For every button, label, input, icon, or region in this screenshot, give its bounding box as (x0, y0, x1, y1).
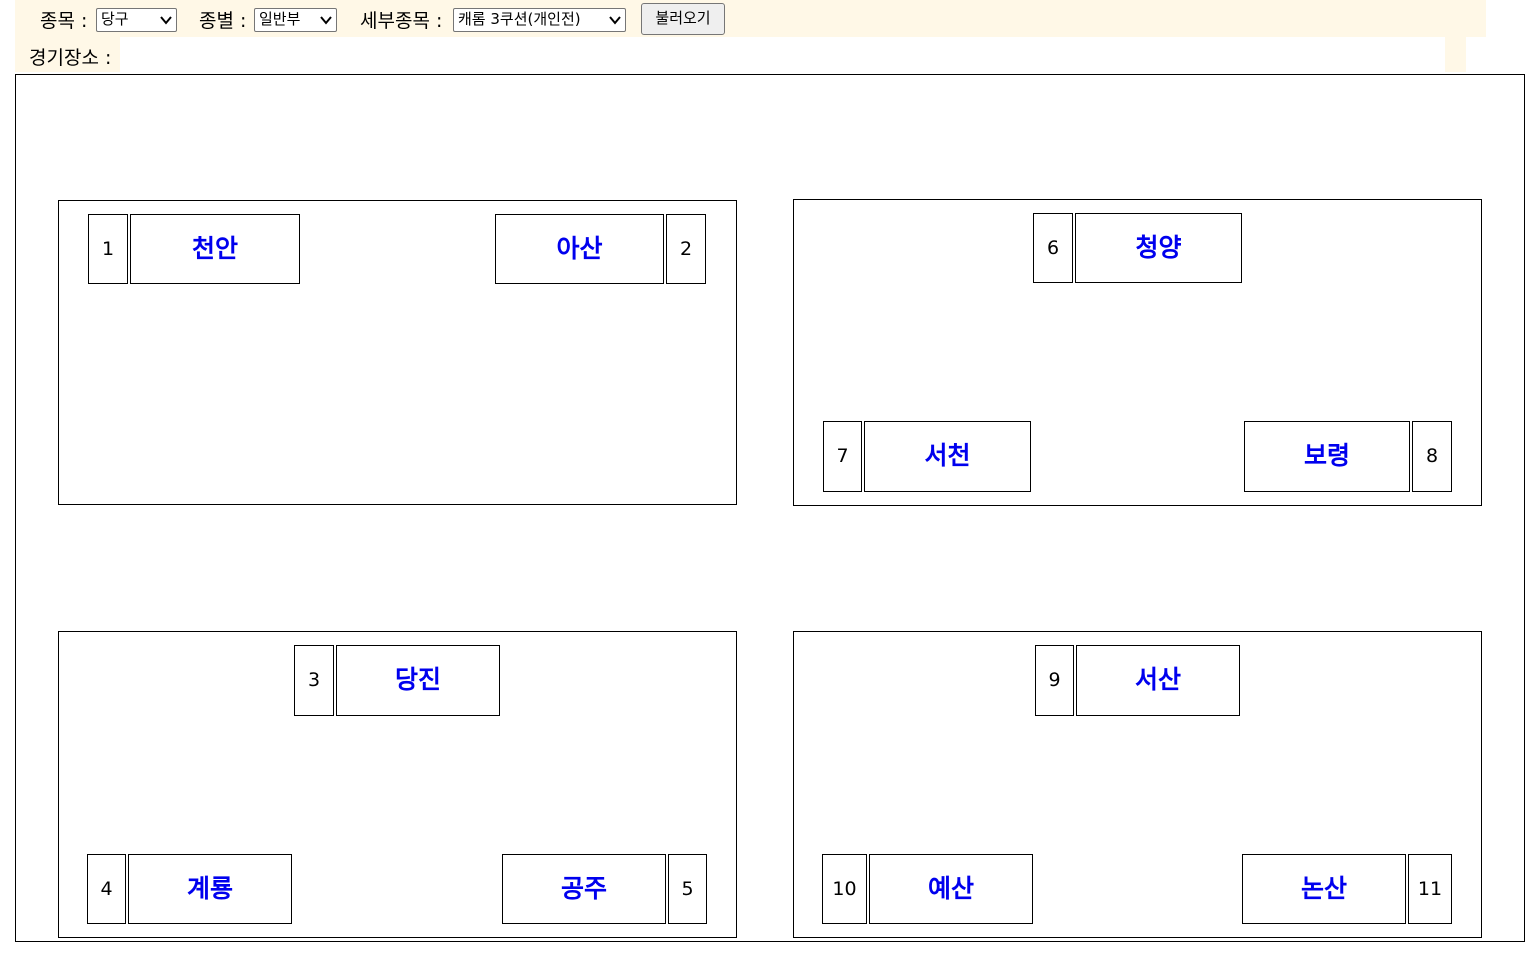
team-slot[interactable]: 청양 (1075, 213, 1242, 283)
team-slot[interactable]: 당진 (336, 645, 500, 716)
chevron-down-icon (320, 16, 332, 25)
division-select[interactable]: 일반부 (254, 8, 337, 32)
seed-number: 3 (294, 645, 334, 716)
load-button[interactable]: 불러오기 (641, 3, 725, 35)
seed-number: 11 (1408, 854, 1452, 924)
event-select-value: 캐롬 3쿠션(개인전) (458, 10, 581, 28)
division-select-value: 일반부 (259, 10, 301, 28)
group-a (58, 200, 737, 505)
sport-select[interactable]: 당구 (96, 8, 177, 32)
seed-number: 8 (1412, 421, 1452, 492)
sport-label: 종목 : (40, 10, 88, 32)
seed-number: 2 (666, 214, 706, 284)
bracket-frame (15, 74, 1525, 942)
team-slot[interactable]: 보령 (1244, 421, 1410, 492)
group-b (793, 199, 1482, 506)
seed-number: 6 (1033, 213, 1073, 283)
team-slot[interactable]: 계룡 (128, 854, 292, 924)
division-label: 종별 : (199, 10, 247, 32)
sport-select-value: 당구 (101, 10, 129, 28)
seed-number: 4 (87, 854, 126, 924)
team-slot[interactable]: 공주 (502, 854, 666, 924)
group-d (793, 631, 1482, 938)
event-select[interactable]: 캐롬 3쿠션(개인전) (453, 8, 626, 32)
filter-toolbar: 종목 : 당구 종별 : 일반부 세부종목 : 캐롬 3쿠션(개인전) (15, 0, 1486, 37)
seed-number: 5 (668, 854, 707, 924)
team-slot[interactable]: 서산 (1076, 645, 1240, 716)
venue-value-area (120, 37, 1445, 72)
team-slot[interactable]: 서천 (864, 421, 1031, 492)
chevron-down-icon (160, 16, 172, 25)
seed-number: 7 (823, 421, 862, 492)
event-label: 세부종목 : (360, 10, 443, 32)
team-slot[interactable]: 논산 (1242, 854, 1406, 924)
venue-label: 경기장소 : (29, 47, 112, 69)
seed-number: 1 (88, 214, 128, 284)
group-c (58, 631, 737, 938)
team-slot[interactable]: 천안 (130, 214, 300, 284)
team-slot[interactable]: 아산 (495, 214, 664, 284)
team-slot[interactable]: 예산 (869, 854, 1033, 924)
seed-number: 9 (1035, 645, 1074, 716)
chevron-down-icon (609, 16, 621, 25)
seed-number: 10 (822, 854, 867, 924)
venue-bar: 경기장소 : (15, 37, 1466, 72)
